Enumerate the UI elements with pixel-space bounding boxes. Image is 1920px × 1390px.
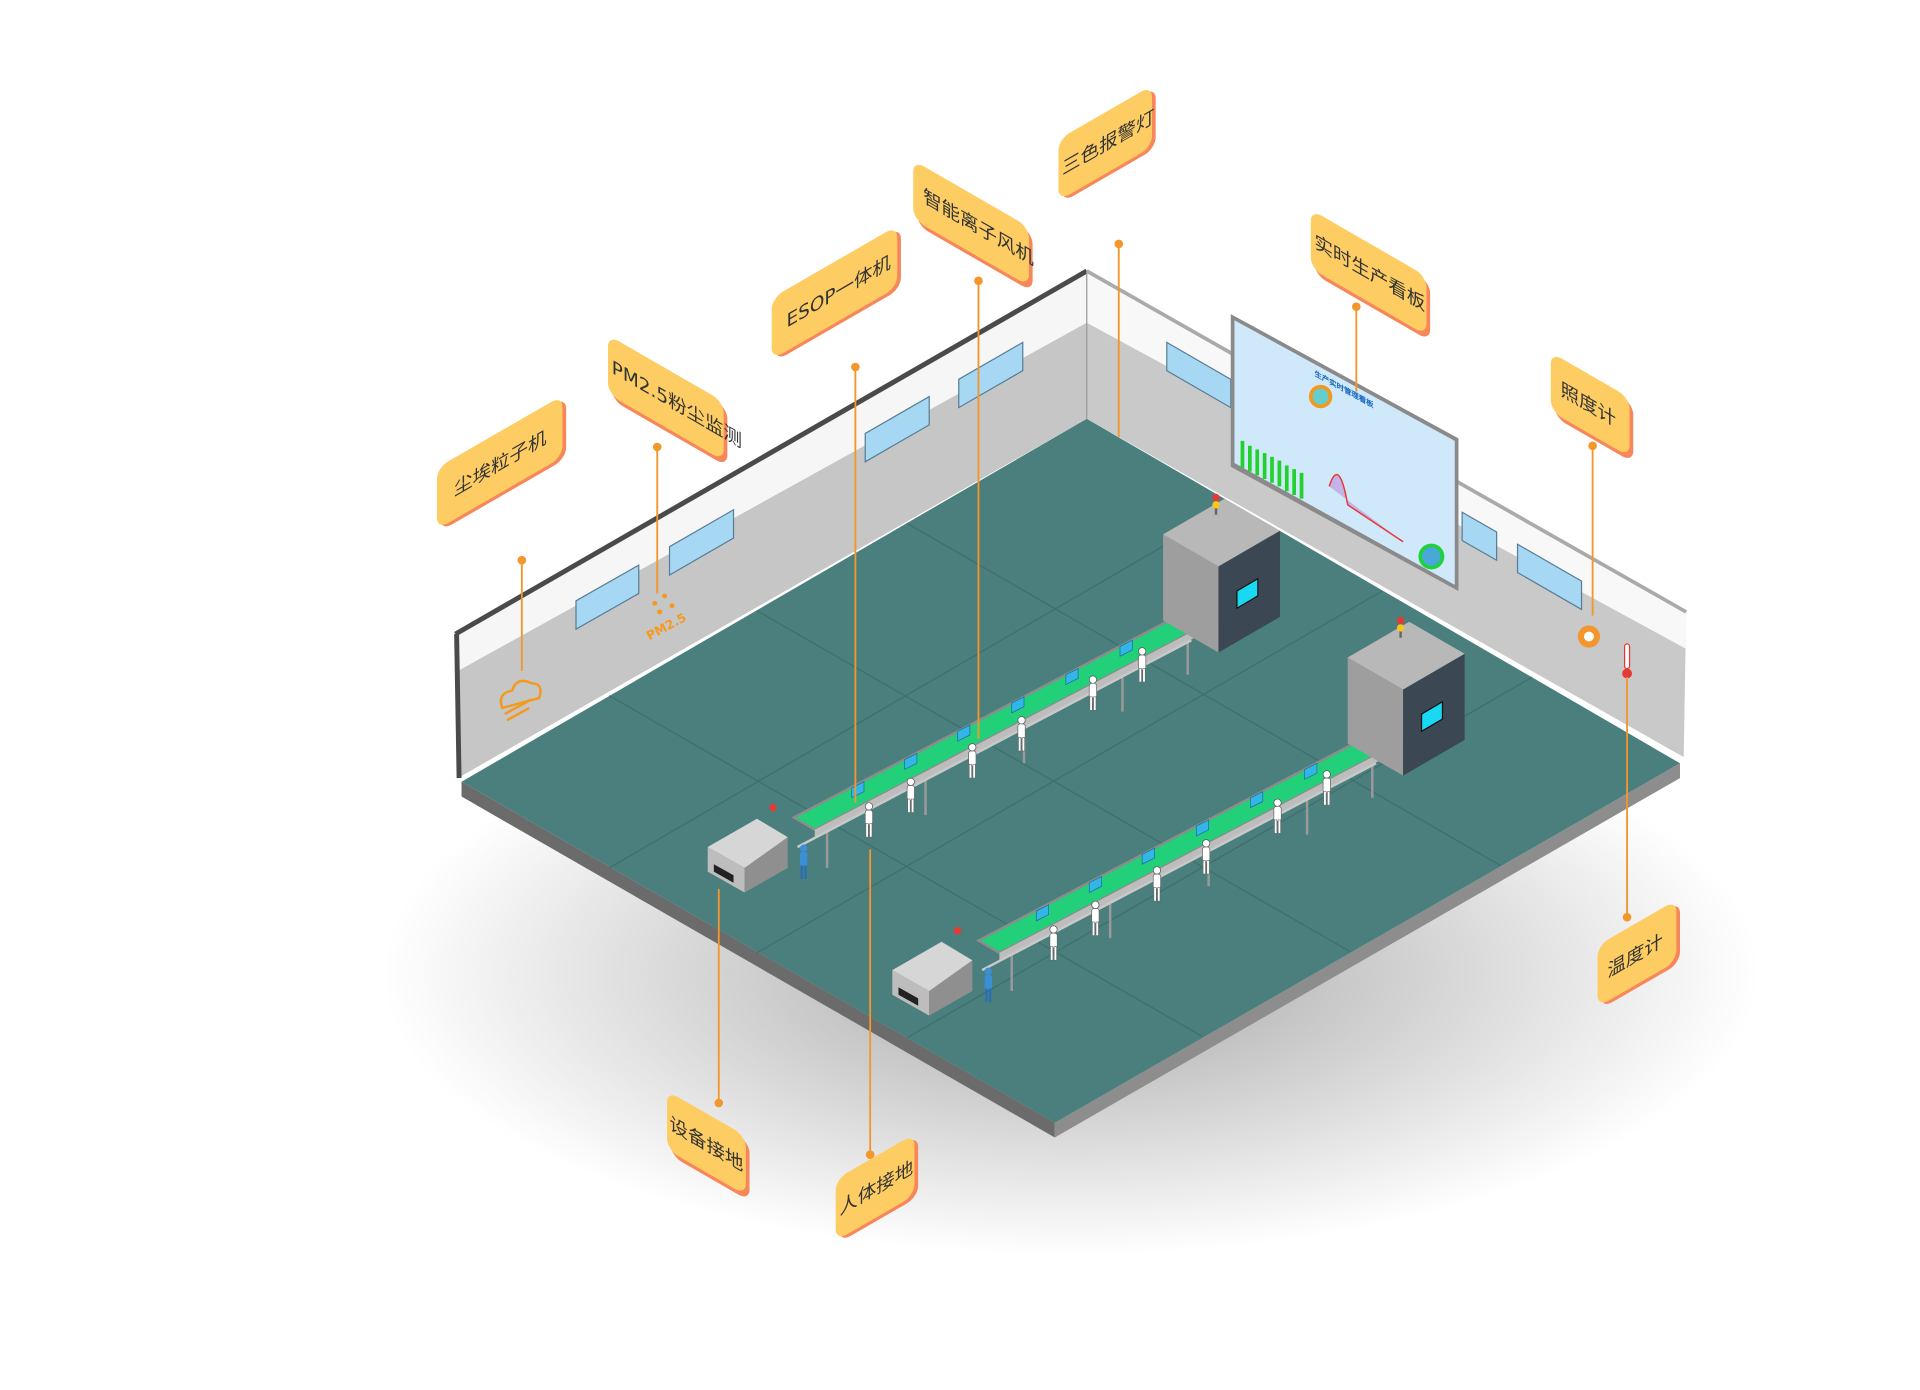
windows xyxy=(575,341,1583,631)
left-wall-edge xyxy=(454,634,462,779)
pointer-dots xyxy=(517,239,1632,1159)
floor-edge-right xyxy=(1054,763,1680,1138)
tag-tri-light: 三色报警灯 xyxy=(1058,89,1156,198)
left-wall-upper xyxy=(455,271,1087,671)
tag-body-ground: 人体接地 xyxy=(835,1138,919,1238)
left-wall-top xyxy=(454,268,1088,637)
tag-ion-fan: 智能离子风机 xyxy=(913,164,1034,288)
tag-esop: ESOP一体机 xyxy=(771,230,901,357)
dust-particle-icon xyxy=(499,679,542,722)
tag-board: 实时生产看板 xyxy=(1310,214,1431,337)
dashboard-bars xyxy=(1240,440,1304,499)
production-dashboard: 生产实时管理看板 xyxy=(1230,314,1459,591)
lux-meter-icon xyxy=(1577,625,1600,648)
floor-edge-left xyxy=(461,781,1055,1138)
tag-pm25: PM2.5粉尘监测 xyxy=(608,339,742,463)
thermometer-icon xyxy=(1622,643,1632,679)
tag-lux: 照度计 xyxy=(1550,356,1634,458)
tag-thermo: 温度计 xyxy=(1597,904,1681,1004)
pointer-lines xyxy=(520,243,1628,1155)
conveyor-line-2 xyxy=(892,616,1465,1016)
dashboard-donut xyxy=(1308,384,1333,409)
dashboard-curve xyxy=(1328,473,1404,543)
dashboard-gauge xyxy=(1418,543,1445,570)
conveyor-line-1 xyxy=(707,493,1280,893)
tag-dust-particle: 尘埃粒子机 xyxy=(436,400,567,527)
